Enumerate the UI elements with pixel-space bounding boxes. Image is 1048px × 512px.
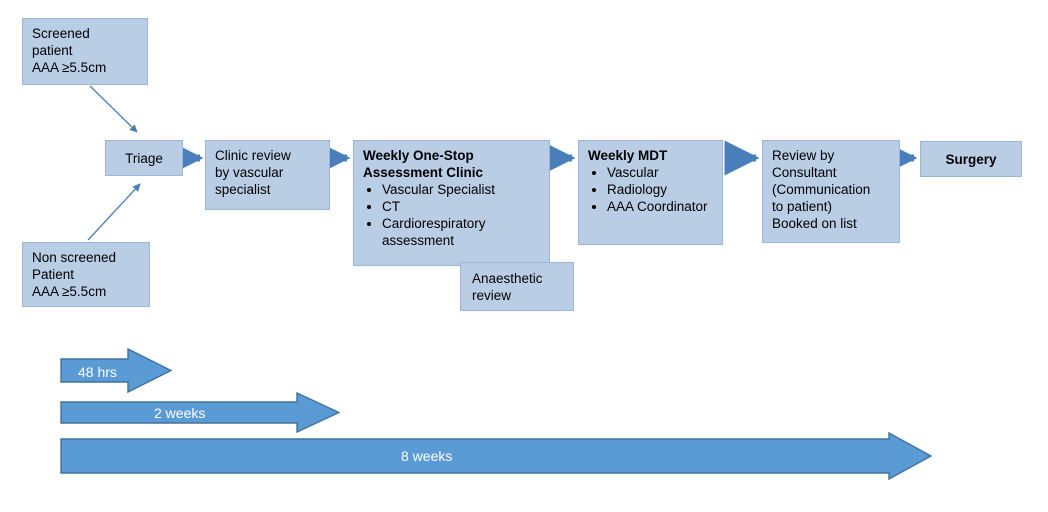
one-stop-clinic-title-line-1: Weekly One-Stop xyxy=(363,148,474,163)
node-one-stop-clinic[interactable]: Weekly One-Stop Assessment Clinic Vascul… xyxy=(353,140,550,266)
screened-patient-line-2: patient xyxy=(32,43,73,58)
node-anaesthetic-review[interactable]: Anaesthetic review xyxy=(460,262,574,311)
weekly-mdt-title: Weekly MDT xyxy=(588,148,668,163)
weekly-mdt-bullet-list: Vascular Radiology AAA Coordinator xyxy=(588,164,713,215)
consultant-review-line-5: Booked on list xyxy=(772,216,857,231)
consultant-review-line-3: (Communication xyxy=(772,182,871,197)
timeline-arrow-8-weeks[interactable]: 8 weeks xyxy=(60,432,932,480)
timeline-2weeks-shape xyxy=(60,392,340,433)
node-consultant-review[interactable]: Review by Consultant (Communication to p… xyxy=(762,140,900,243)
list-item: Vascular xyxy=(607,164,713,181)
node-triage[interactable]: Triage xyxy=(105,140,183,176)
timeline-2weeks-label: 2 weeks xyxy=(154,405,206,421)
timeline-48hrs-shape xyxy=(60,348,172,393)
node-screened-patient[interactable]: Screened patient AAA ≥5.5cm xyxy=(22,18,148,85)
node-surgery[interactable]: Surgery xyxy=(920,141,1022,177)
connector-screened-to-triage xyxy=(89,85,138,133)
timeline-48hrs-label: 48 hrs xyxy=(78,364,117,380)
one-stop-clinic-title-line-2: Assessment Clinic xyxy=(363,165,484,180)
surgery-label: Surgery xyxy=(945,151,997,167)
list-item: Radiology xyxy=(607,181,713,198)
node-non-screened-patient[interactable]: Non screened Patient AAA ≥5.5cm xyxy=(22,242,150,307)
non-screened-patient-line-3: AAA ≥5.5cm xyxy=(32,284,107,299)
triage-label: Triage xyxy=(125,150,163,166)
list-item: Cardiorespiratory assessment xyxy=(382,215,540,249)
one-stop-clinic-bullet-list: Vascular Specialist CT Cardiorespiratory… xyxy=(363,181,540,249)
timeline-8weeks-label: 8 weeks xyxy=(401,448,453,464)
list-item: Vascular Specialist xyxy=(382,181,540,198)
timeline-arrow-48-hrs[interactable]: 48 hrs xyxy=(60,348,172,393)
clinic-review-line-3: specialist xyxy=(215,182,271,197)
consultant-review-line-2: Consultant xyxy=(772,165,837,180)
non-screened-patient-line-1: Non screened xyxy=(32,250,117,265)
list-item: CT xyxy=(382,198,540,215)
node-clinic-review[interactable]: Clinic review by vascular specialist xyxy=(205,140,330,210)
screened-patient-line-1: Screened xyxy=(32,26,90,41)
node-weekly-mdt[interactable]: Weekly MDT Vascular Radiology AAA Coordi… xyxy=(578,140,723,245)
consultant-review-line-1: Review by xyxy=(772,148,835,163)
list-item: AAA Coordinator xyxy=(607,198,713,215)
anaesthetic-review-line-1: Anaesthetic xyxy=(472,271,543,286)
clinic-review-line-2: by vascular xyxy=(215,165,284,180)
consultant-review-line-4: to patient) xyxy=(772,199,833,214)
timeline-8weeks-shape xyxy=(60,432,932,480)
non-screened-patient-line-2: Patient xyxy=(32,267,75,282)
anaesthetic-review-line-2: review xyxy=(472,288,512,303)
timeline-arrow-2-weeks[interactable]: 2 weeks xyxy=(60,392,340,433)
screened-patient-line-3: AAA ≥5.5cm xyxy=(32,60,107,75)
connector-nonscreened-to-triage xyxy=(87,183,141,241)
clinic-review-line-1: Clinic review xyxy=(215,148,291,163)
